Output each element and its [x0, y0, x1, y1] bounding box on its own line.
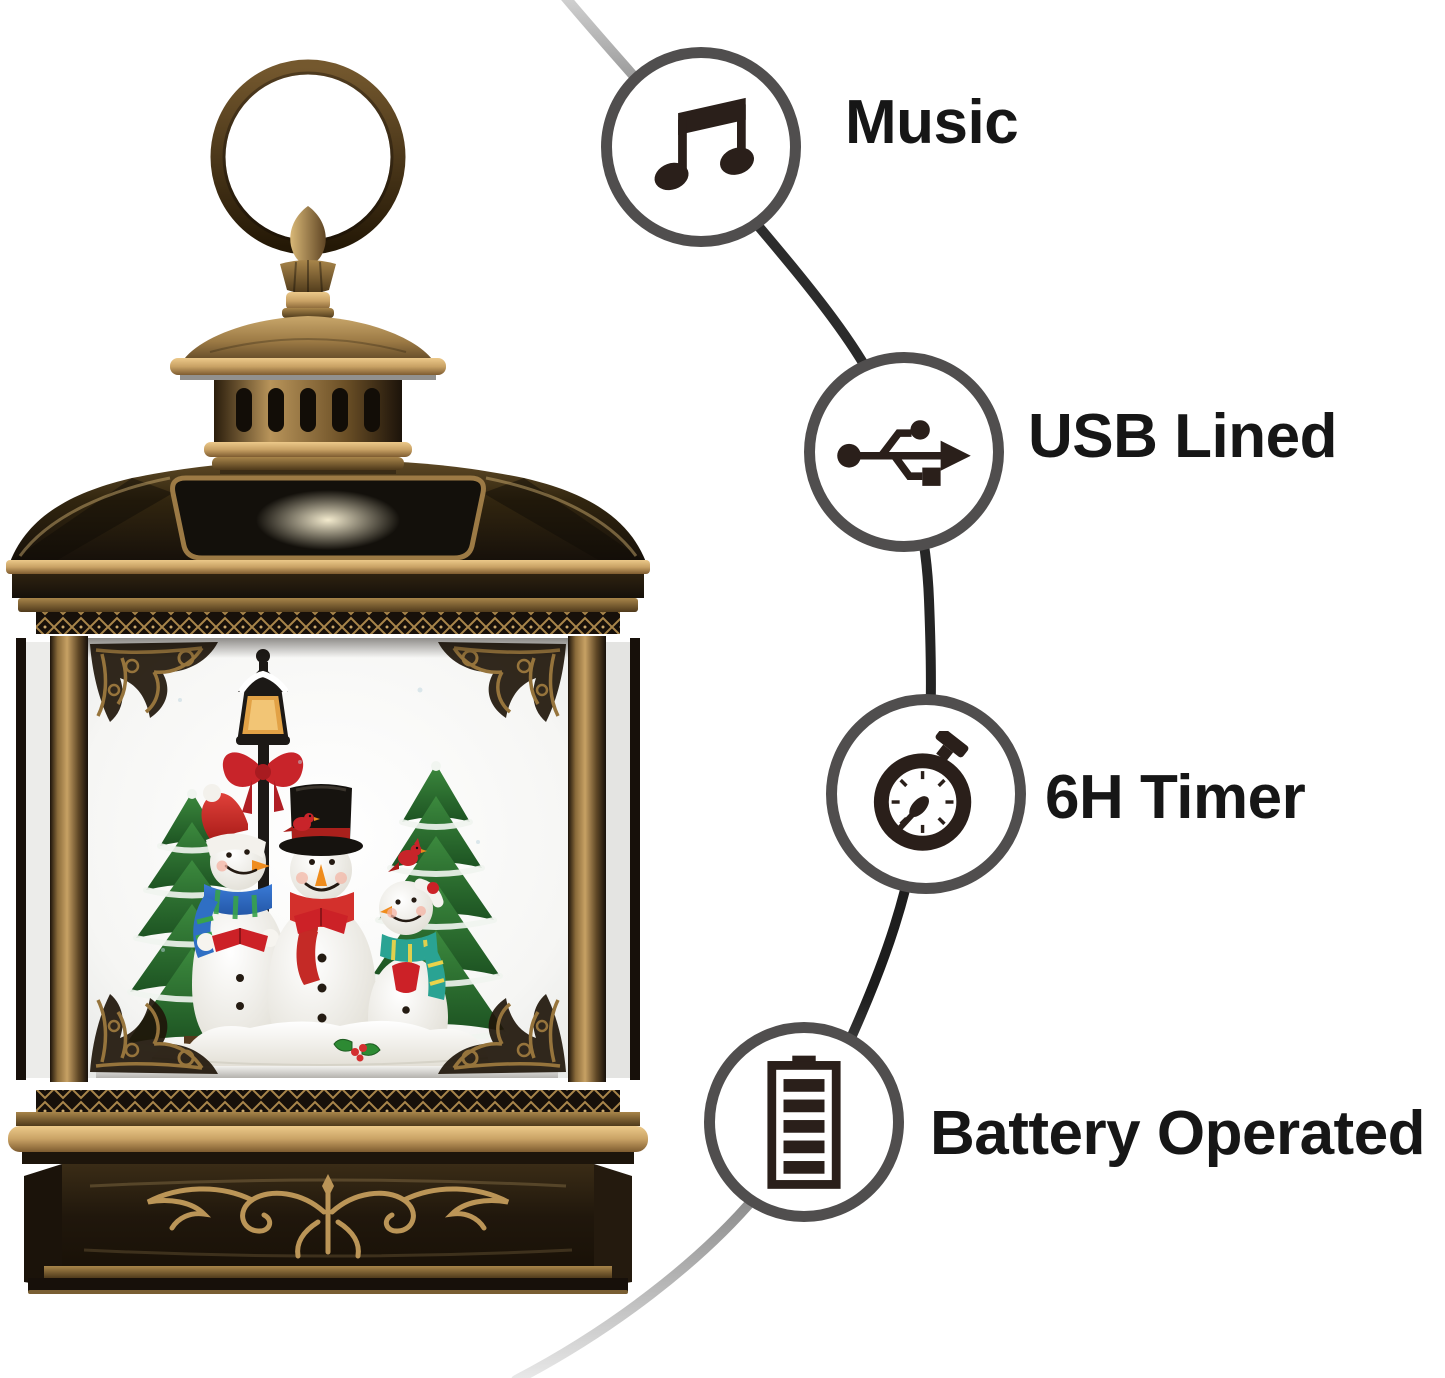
lantern-ornate-base: [24, 1164, 632, 1294]
cardinal-bird-on-head: [388, 838, 427, 872]
feature-label-music: Music: [845, 88, 1019, 158]
battery-icon: [767, 1055, 841, 1189]
battery-feature-badge: [704, 1022, 904, 1222]
music-note-icon: [654, 97, 755, 191]
feature-label-usb: USB Lined: [1028, 402, 1337, 472]
lantern-upper-cornice: [6, 560, 650, 634]
snow-globe-scene: [96, 649, 558, 1078]
lantern-finial: [280, 206, 336, 318]
music-feature-badge: [601, 47, 801, 247]
timer-feature-badge: [826, 694, 1026, 894]
snowman-left: [192, 784, 288, 1056]
holly-berries: [333, 1038, 381, 1062]
glitter-sparkles: [161, 687, 480, 952]
lantern-vented-cap: [170, 316, 446, 474]
lantern-body-frame: [16, 636, 640, 1082]
cardinal-bird-on-hat: [283, 813, 320, 832]
lantern-dome-roof: [10, 460, 646, 562]
usb-icon: [837, 419, 971, 486]
lantern-lower-cornice: [8, 1090, 648, 1164]
stopwatch-icon: [873, 731, 972, 851]
usb-feature-badge: [804, 352, 1004, 552]
lamp-red-bow: [222, 752, 304, 814]
base-scroll-ornament: [148, 1174, 508, 1256]
lantern-illustration: [6, 59, 650, 1294]
feature-label-battery: Battery Operated: [930, 1099, 1426, 1169]
feature-label-timer: 6H Timer: [1045, 763, 1306, 833]
